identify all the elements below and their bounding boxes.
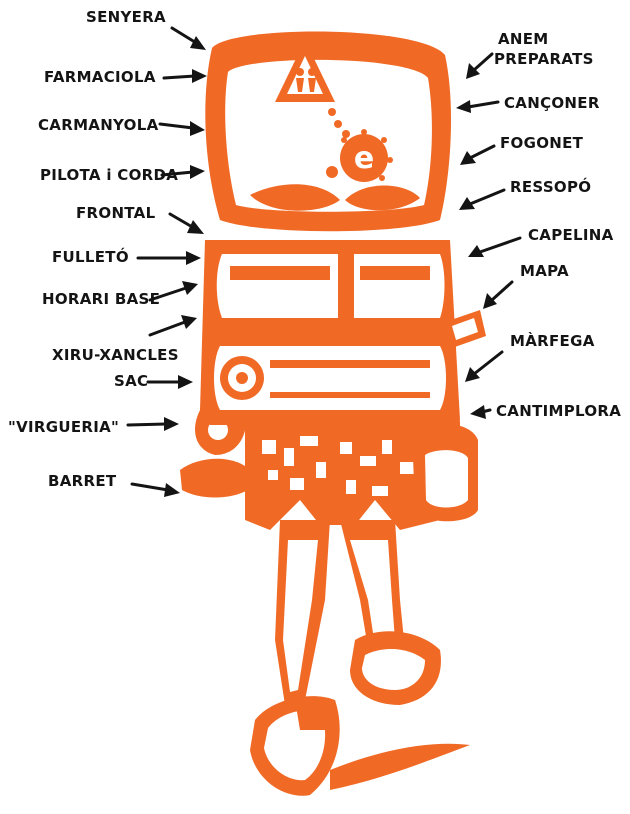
label-xiru-xancles: XIRU-XANCLES (52, 346, 179, 364)
label-frontal: FRONTAL (76, 204, 156, 222)
label-marfega: MÀRFEGA (510, 331, 595, 350)
label-preparats: PREPARATS (494, 50, 594, 68)
emblem-letter: e (354, 141, 374, 176)
label-cantimplora: CANTIMPLORA (496, 402, 621, 420)
label-pilota-corda: PILOTA i CORDA (40, 166, 178, 184)
label-mapa: MAPA (520, 262, 569, 280)
labels-right: ANEM PREPARATS CANÇONER FOGONET RESSOPÓ … (456, 30, 621, 420)
label-sac: SAC (114, 372, 148, 390)
label-senyera: SENYERA (86, 8, 166, 26)
label-fogonet: FOGONET (500, 134, 584, 152)
label-canconer: CANÇONER (504, 94, 600, 112)
label-ressopo: RESSOPÓ (510, 177, 591, 196)
label-barret: BARRET (48, 472, 117, 490)
label-farmaciola: FARMACIOLA (44, 68, 156, 86)
labels-left: SENYERA FARMACIOLA CARMANYOLA PILOTA i C… (8, 8, 207, 497)
hiker-illustration: e (180, 32, 486, 796)
label-capelina: CAPELINA (528, 226, 614, 244)
label-anem: ANEM (498, 30, 549, 48)
label-virgueria: "VIRGUERIA" (8, 418, 119, 436)
label-fulleto: FULLETÓ (52, 247, 129, 266)
label-horari-base: HORARI BASE (42, 290, 160, 308)
label-carmanyola: CARMANYOLA (38, 116, 159, 134)
